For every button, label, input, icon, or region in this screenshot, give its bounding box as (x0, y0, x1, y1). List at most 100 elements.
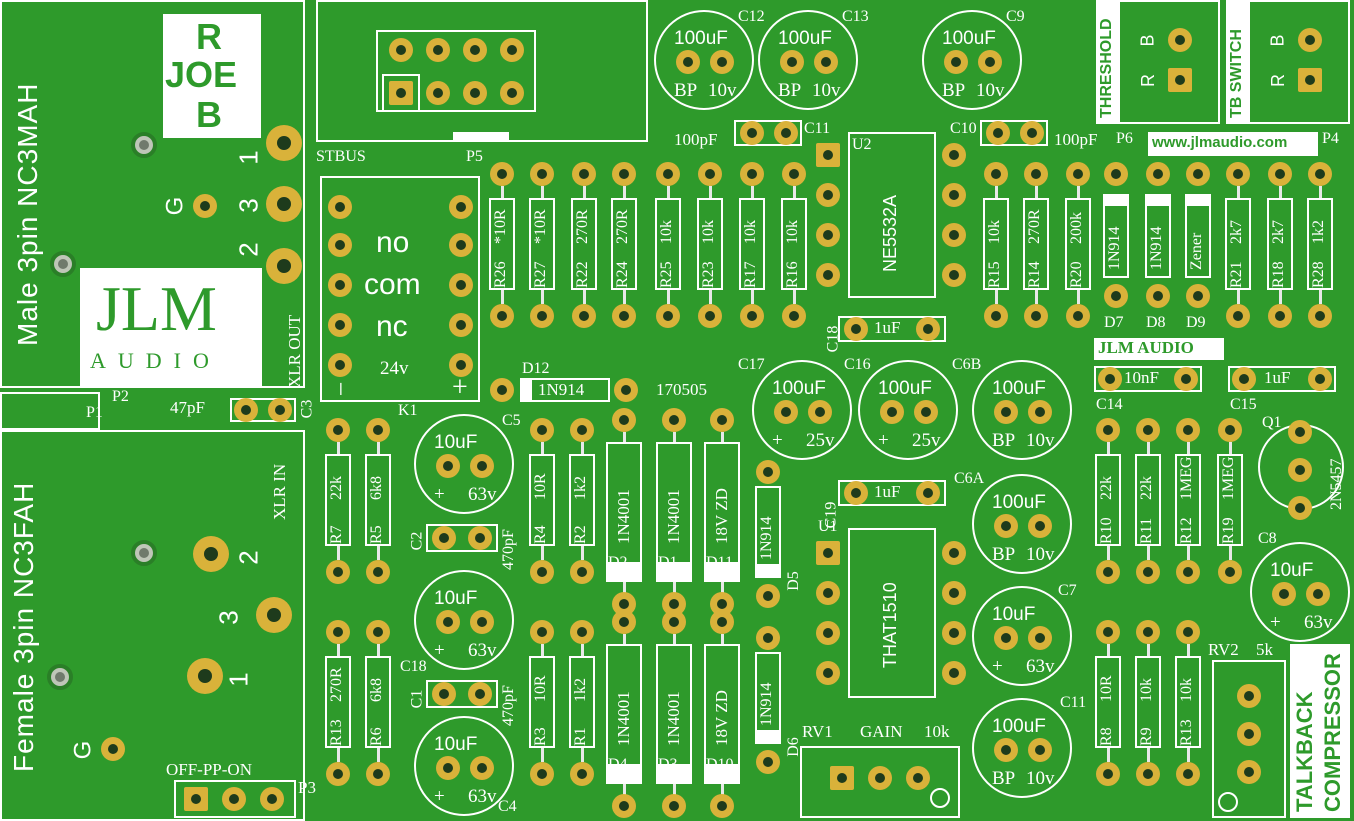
relay-com-label: com (364, 268, 421, 301)
p3-pad (260, 787, 284, 811)
resistor-left-0-value: 22k (328, 476, 345, 500)
cap-mid-ref: C8 (1258, 530, 1277, 547)
rv2-pad (1237, 722, 1261, 746)
mount-hole (47, 664, 73, 690)
jlm-audio-badge (1094, 338, 1224, 360)
rv2-pad (1237, 684, 1261, 708)
cap-mid-1-polarity: + (878, 430, 889, 451)
resistor-top-11-lead (1237, 186, 1240, 198)
xlr-out-pin-g (193, 194, 217, 218)
diode-mid-top-2-lead (721, 582, 724, 594)
cap-left-2-pad (470, 756, 494, 780)
resistor-top-0-lead (501, 186, 504, 198)
resistor-mid-0-ref: R4 (532, 525, 549, 544)
resistor-right-1-ref: R11 (1138, 517, 1155, 544)
pin-2-label: 2 (233, 242, 264, 257)
cap-top-2-voltage: 10v (976, 80, 1005, 101)
resistor-top-11-value: 2k7 (1228, 220, 1245, 244)
c11-small-pad (774, 121, 798, 145)
cap-mid-ref: C16 (844, 356, 871, 373)
resistor-mid-0-lead (541, 546, 544, 560)
resistor-top-0-value: *10R (492, 209, 509, 244)
u1-pad (816, 581, 840, 605)
c19-pad (844, 481, 868, 505)
cap-top-1-pad (814, 50, 838, 74)
resistor-top-4-pad (656, 304, 680, 328)
c15-outline (1228, 366, 1336, 392)
u2-pad (942, 223, 966, 247)
cap-top-1-pad (780, 50, 804, 74)
resistor-left-2-lead (337, 644, 340, 656)
cap-mid-2-value: 100uF (992, 378, 1046, 399)
diode-mid-top-1-value: 1N4001 (664, 489, 683, 544)
resistor-left-1-pad (366, 418, 390, 442)
resistor-right-1-lead (1147, 442, 1150, 454)
resistor-mid-2-lead (541, 748, 544, 762)
p5-pad (389, 38, 413, 62)
tb-switch-pad (1298, 28, 1322, 52)
diode-d6-pad (756, 750, 780, 774)
resistor-mid-1-value: 1k2 (572, 476, 589, 500)
diode-top-value: 1N914 (1148, 226, 1165, 270)
resistor-top-13-value: 1k2 (1310, 220, 1327, 244)
diode-mid-bot-1-pad (662, 610, 686, 634)
d12-value: 1N914 (538, 380, 585, 399)
resistor-top-5-lead (709, 290, 712, 304)
diode-mid-bot-2-body (704, 644, 740, 784)
rv1-adjust-icon (930, 788, 950, 808)
d12-band (520, 378, 532, 402)
u2-part: NE5532A (880, 194, 900, 272)
diode-top-value: Zener (1188, 232, 1205, 270)
cap-mid-6-polarity: + (1270, 612, 1281, 633)
joe-logo-b: B (196, 94, 222, 135)
c15-pad (1232, 367, 1256, 391)
diode-top-pad (1146, 284, 1170, 308)
diode-d6-band (755, 730, 781, 744)
diode-mid-top-0-value: 1N4001 (614, 489, 633, 544)
fpin-3-label: 3 (213, 610, 244, 625)
resistor-left-2-value: 270R (328, 667, 345, 702)
cap-left-1-pad (470, 610, 494, 634)
resistor-top-6-lead (751, 186, 754, 198)
resistor-left-2-ref: R13 (328, 719, 345, 746)
q1-pad (1288, 420, 1312, 444)
resistor-right-bot-2-lead (1187, 644, 1190, 656)
diode-top-ref: D8 (1146, 314, 1166, 331)
diode-mid-bot-2-band (706, 764, 738, 782)
diode-top-band (1145, 194, 1171, 206)
pin-g-label: G (161, 196, 189, 216)
cap-mid-5-voltage: 10v (1026, 768, 1055, 789)
resistor-top-5-ref: R23 (700, 261, 717, 288)
diode-d5-value: 1N914 (758, 516, 775, 560)
cap-mid-6-voltage: 63v (1304, 612, 1333, 633)
resistor-mid-0-pad (530, 418, 554, 442)
resistor-top-10-value: 200k (1068, 212, 1085, 244)
cap-left-0-outline (414, 414, 514, 514)
compressor-label: COMPRESSOR (1320, 653, 1345, 812)
resistor-top-1-value: *10R (532, 209, 549, 244)
rv1-pad (906, 766, 930, 790)
resistor-top-1-lead (541, 186, 544, 198)
resistor-left-3-pad (366, 762, 390, 786)
resistor-top-4-body (655, 198, 681, 290)
resistor-mid-0-pad (530, 560, 554, 584)
diode-mid-top-2-ref: D11 (706, 554, 733, 571)
resistor-left-1-lead (377, 546, 380, 560)
resistor-right-2-value: 1MEG (1178, 456, 1195, 500)
resistor-left-0-ref: R7 (328, 525, 345, 544)
pin-1-label: 1 (233, 150, 264, 165)
cap-mid-0-pad (808, 400, 832, 424)
p5-pad (426, 38, 450, 62)
off-pp-on-label: OFF-PP-ON (166, 760, 252, 779)
relay-pad (328, 233, 352, 257)
resistor-right-bot-1-ref: R9 (1138, 727, 1155, 746)
resistor-mid-0-lead (541, 442, 544, 454)
mount-hole (131, 132, 157, 158)
c18-outline (838, 316, 946, 342)
p5-pad (426, 81, 450, 105)
tb-switch-pad (1298, 68, 1322, 92)
diode-mid-top-1-lead (673, 582, 676, 594)
cap-mid-ref: C6B (952, 356, 982, 373)
resistor-right-bot-1-pad (1136, 762, 1160, 786)
resistor-top-6-lead (751, 290, 754, 304)
